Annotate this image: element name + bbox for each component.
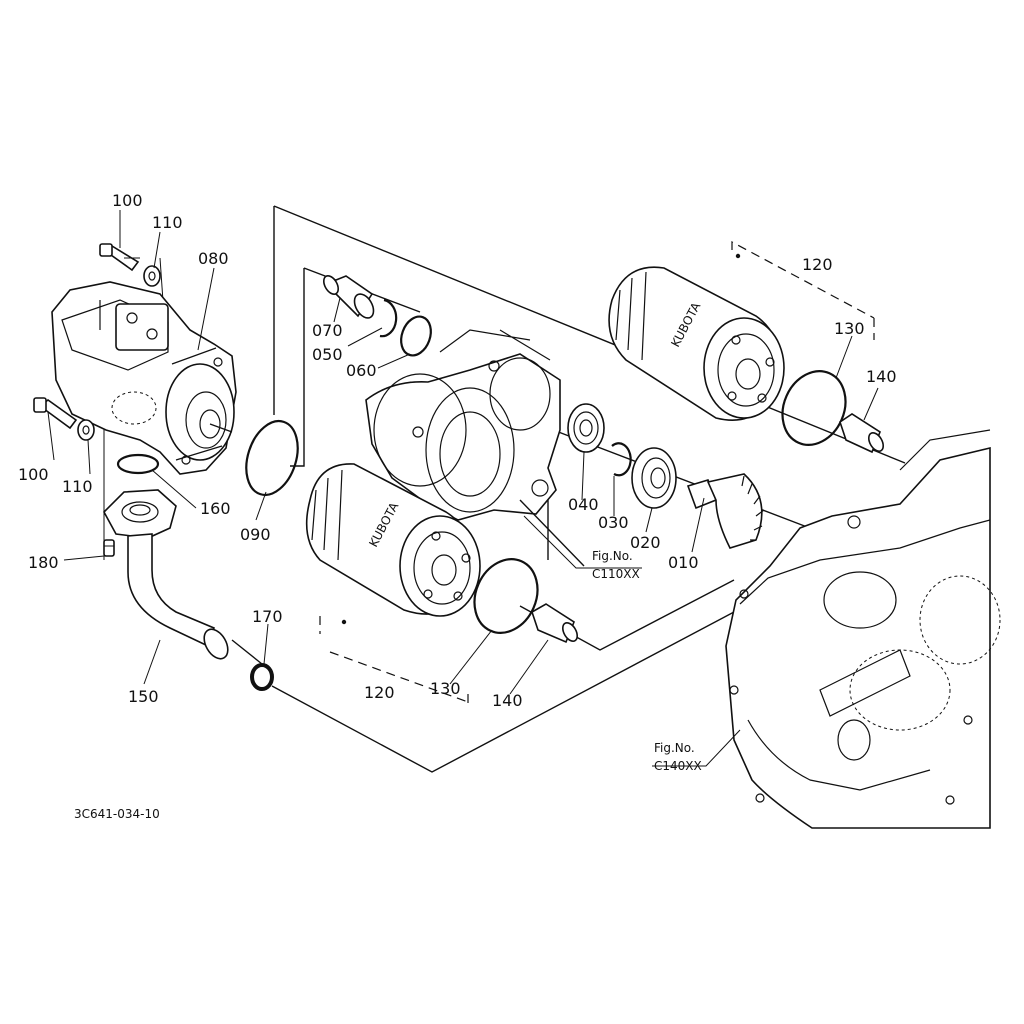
callout-110-lower: 110 — [62, 477, 93, 496]
screw-180 — [103, 539, 115, 557]
group-bracket-upper — [731, 240, 875, 340]
bearing-020 — [631, 447, 677, 509]
bolt-lower — [33, 397, 78, 430]
callout-130-lower: 130 — [430, 679, 461, 698]
figure-ref-c110-line2: C110XX — [592, 567, 640, 581]
bearing-040 — [567, 403, 605, 453]
callout-labels: 100 110 080 100 110 160 090 180 170 150 … — [18, 191, 897, 710]
callout-160: 160 — [200, 499, 231, 518]
callout-110-upper: 110 — [152, 213, 183, 232]
callout-030: 030 — [598, 513, 629, 532]
callout-100-upper: 100 — [112, 191, 143, 210]
callout-100-lower: 100 — [18, 465, 49, 484]
bushing-070 — [322, 275, 375, 319]
snap-ring-030 — [611, 442, 632, 477]
transmission-case — [725, 429, 1001, 829]
o-ring-090 — [245, 420, 299, 496]
callout-130-upper: 130 — [834, 319, 865, 338]
callout-010: 010 — [668, 553, 699, 572]
callout-120-lower: 120 — [364, 683, 395, 702]
callout-020: 020 — [630, 533, 661, 552]
nipple-140-lower — [531, 603, 579, 644]
nipple-140-upper — [839, 413, 885, 454]
suction-pipe — [103, 489, 229, 660]
callout-140-lower: 140 — [492, 691, 523, 710]
bevel-gear-010 — [686, 473, 765, 549]
snap-ring-050 — [379, 298, 398, 338]
figure-ref-c110: Fig.No. C110XX — [592, 549, 640, 581]
callout-140-upper: 140 — [866, 367, 897, 386]
callout-150: 150 — [128, 687, 159, 706]
drawing-code: 3C641-034-10 — [74, 807, 160, 821]
o-ring-160 — [116, 453, 160, 475]
o-ring-060 — [400, 315, 432, 357]
callout-170: 170 — [252, 607, 283, 626]
figure-ref-c140-line2: C140XX — [654, 759, 702, 773]
callout-180: 180 — [28, 553, 59, 572]
center-housing — [365, 329, 585, 567]
callout-040: 040 — [568, 495, 599, 514]
callout-050: 050 — [312, 345, 343, 364]
c140-leader — [652, 729, 741, 767]
figure-ref-c110-line1: Fig.No. — [592, 549, 633, 563]
group-bracket-lower — [319, 616, 469, 706]
washer-lower — [77, 419, 95, 441]
figure-ref-c140: Fig.No. C140XX — [654, 741, 702, 773]
bolt-upper — [99, 243, 140, 272]
callout-080: 080 — [198, 249, 229, 268]
figure-ref-c140-line1: Fig.No. — [654, 741, 695, 755]
washer-upper — [143, 265, 161, 287]
callout-070: 070 — [312, 321, 343, 340]
c110-leader — [523, 515, 642, 569]
oil-filter-upper: KUBOTA — [608, 266, 785, 421]
gasket-130-lower — [473, 558, 539, 634]
hydraulic-pump — [51, 281, 237, 475]
callout-120-upper: 120 — [802, 255, 833, 274]
callout-090: 090 — [240, 525, 271, 544]
o-ring-170 — [250, 663, 274, 691]
oil-filter-lower: KUBOTA — [305, 463, 481, 617]
callout-060: 060 — [346, 361, 377, 380]
callout-leaders — [47, 210, 879, 695]
